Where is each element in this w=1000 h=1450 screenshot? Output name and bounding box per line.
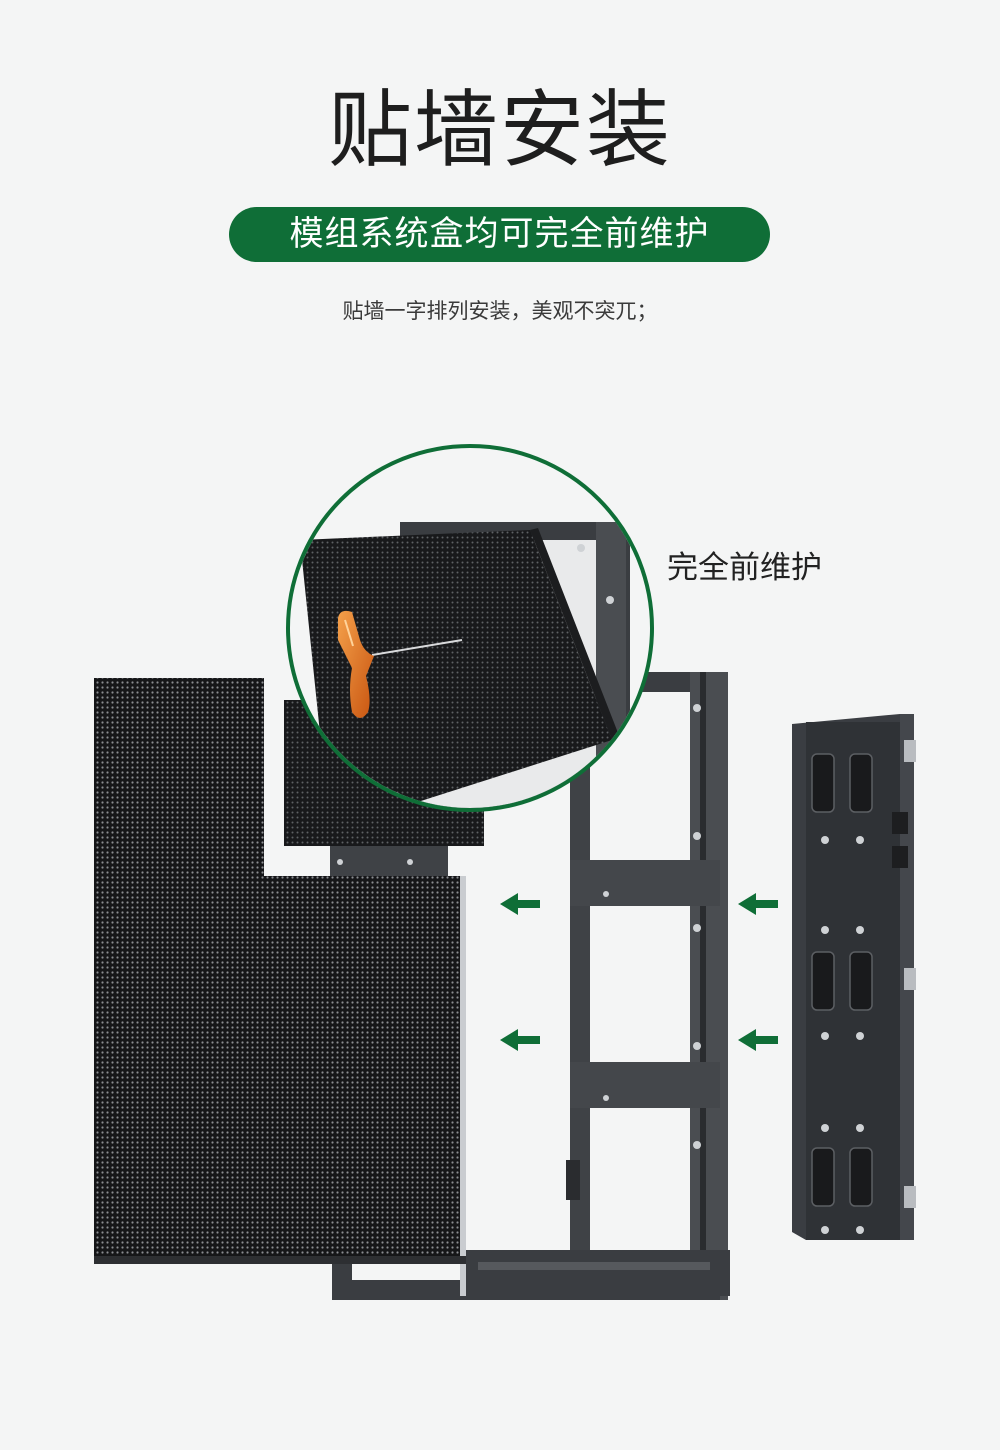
zoom-detail: [286, 444, 654, 812]
feature-banner: 模组系统盒均可完全前维护: [229, 207, 770, 262]
t-handle-tool-icon: [338, 610, 463, 718]
control-box: [792, 714, 916, 1240]
page-title: 贴墙安装: [327, 81, 672, 179]
arrow-left-icon: [500, 893, 778, 1051]
front-maintenance-callout: 完全前维护: [667, 550, 822, 586]
feature-description: 贴墙一字排列安装，美观不突兀；: [342, 299, 658, 323]
